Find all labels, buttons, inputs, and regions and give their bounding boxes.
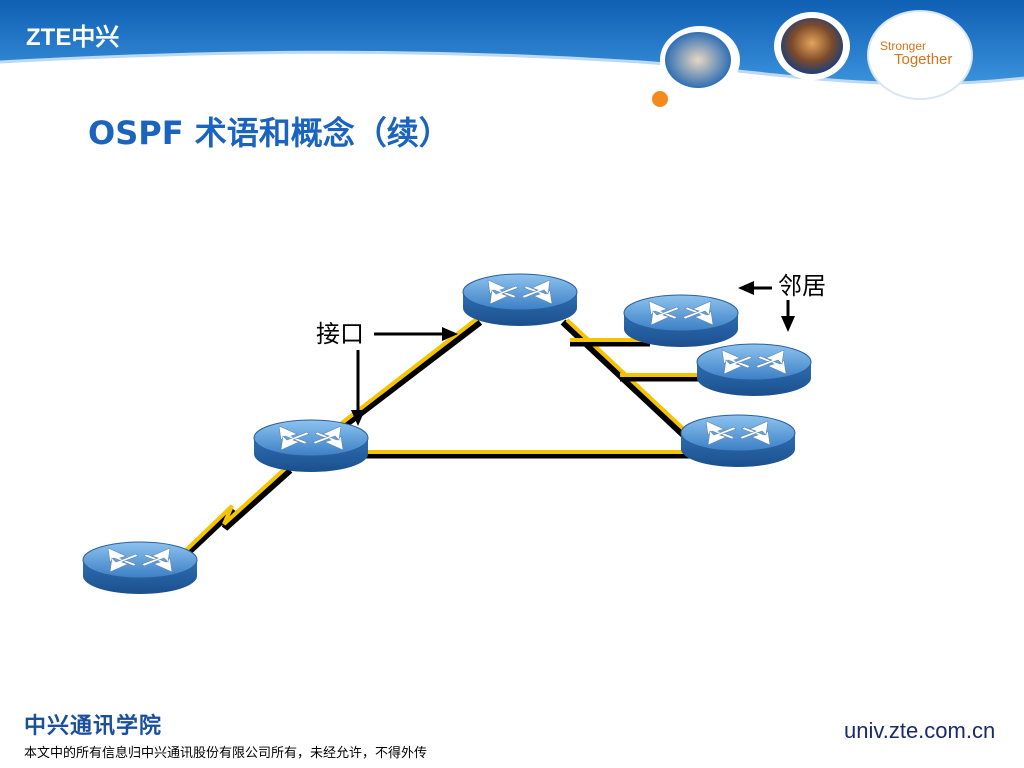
router-icon xyxy=(696,343,812,397)
tagline-line1: Stronger xyxy=(880,39,927,53)
tagline-circle xyxy=(868,11,972,99)
website-url: univ.zte.com.cn xyxy=(844,718,996,743)
arrow-interface-right xyxy=(374,327,458,341)
copyright-notice: 本文中的所有信息归中兴通讯股份有限公司所有，未经允许，不得外传 xyxy=(24,746,428,761)
router-icon xyxy=(623,294,739,348)
orange-dot xyxy=(652,91,668,107)
router-icon xyxy=(462,273,578,327)
router-icon xyxy=(253,419,369,473)
tagline-line2: Together xyxy=(894,51,953,68)
slide-title: OSPF 术语和概念（续） xyxy=(88,114,451,152)
interface-label: 接口 xyxy=(316,320,364,348)
neighbor-label: 邻居 xyxy=(778,272,826,300)
zte-logo: ZTE中兴 xyxy=(26,24,120,51)
router-icon xyxy=(82,541,198,595)
arrow-neighbor-left xyxy=(738,281,772,295)
router-icon xyxy=(680,414,796,468)
tagline: Stronger Together xyxy=(880,39,953,68)
link-left-right xyxy=(312,450,700,459)
academy-name: 中兴通讯学院 xyxy=(24,713,163,739)
arrow-interface-down xyxy=(351,350,365,426)
serial-link xyxy=(177,464,293,563)
arrow-neighbor-down xyxy=(781,300,795,332)
link-neighbor1-neighbor2 xyxy=(620,373,712,382)
header-banner xyxy=(0,0,1024,107)
